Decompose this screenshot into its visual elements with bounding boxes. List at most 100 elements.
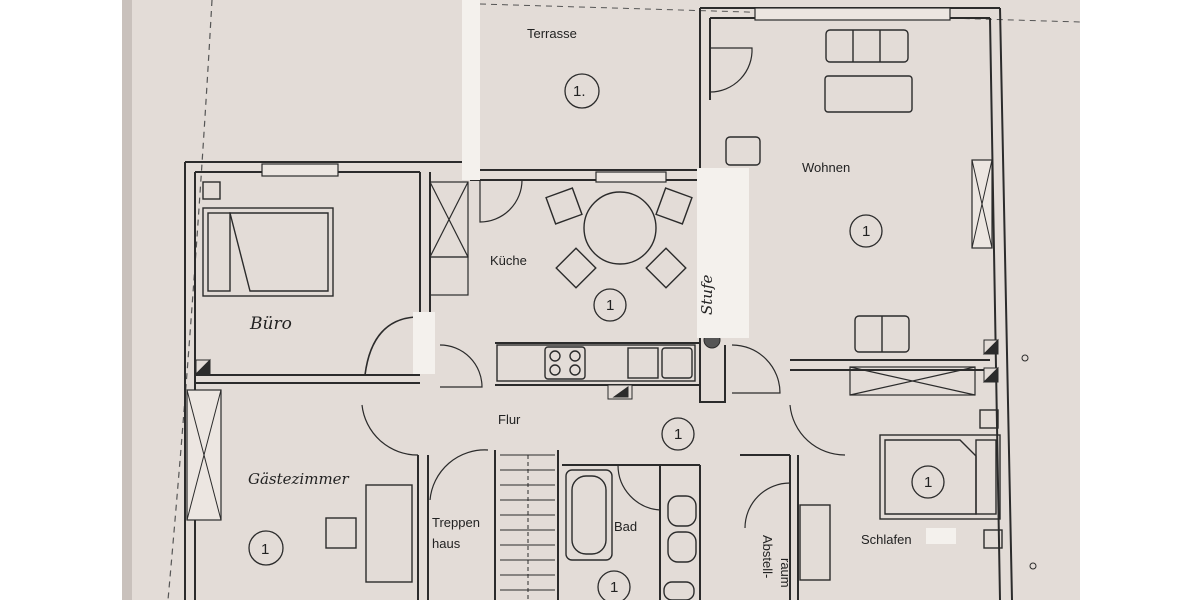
washbasin-1 (667, 495, 697, 527)
door-buero-handdrawn (364, 316, 416, 376)
kitchen-counter (496, 344, 696, 382)
number-flur: 1 (674, 426, 682, 443)
label-kueche: Küche (490, 253, 527, 268)
exterior-wall-right (989, 7, 1013, 600)
background-left-margin (0, 0, 122, 600)
nightstand-buero (202, 181, 221, 200)
number-wohnen: 1 (862, 223, 870, 240)
label-schlafen: Schlafen (861, 532, 912, 547)
dishwasher (627, 347, 659, 379)
dining-table (583, 191, 657, 265)
cabinet-kueche-lower (429, 256, 469, 296)
room-marker-flur (661, 417, 695, 451)
label-terrasse: Terrasse (527, 26, 577, 41)
number-schlafen: 1 (924, 474, 932, 491)
bed-schlafen (879, 434, 1001, 520)
number-kueche: 1 (606, 297, 614, 314)
coffee-table (824, 75, 913, 113)
sink (661, 347, 693, 379)
cabinet-kueche-cross-2 (429, 181, 469, 258)
stove-burner-3 (549, 364, 561, 376)
stove-burner-1 (549, 350, 561, 362)
bed-buero (202, 207, 334, 297)
nightstand-schlafen-2 (983, 529, 1003, 549)
stove-burner-2 (569, 350, 581, 362)
wall-treppe-bad (494, 450, 559, 600)
whiteout-schlafen (926, 528, 956, 544)
room-marker-gaeste (248, 530, 284, 566)
marker-schlafen-corner-fill (982, 366, 999, 383)
wall-wohnen-schlafen (790, 359, 990, 371)
nightstand-schlafen-1 (979, 409, 999, 429)
label-abstellraum-2: raum (778, 558, 793, 588)
nightstand-gaeste (325, 517, 357, 549)
window-buero-top (261, 163, 339, 177)
window-kueche-top (595, 171, 667, 183)
toilet (663, 581, 695, 600)
door-wohnen-flur (731, 344, 781, 394)
wall-gaeste-flur (417, 455, 429, 600)
wall-flur-column (699, 345, 726, 403)
bed-schlafen-blanket (884, 439, 977, 515)
bed-buero-blanket (229, 212, 329, 292)
window-wohnen-top (754, 7, 951, 21)
door-terrasse (709, 47, 753, 93)
wall-abstell-right (789, 455, 799, 600)
room-marker-kueche (593, 288, 627, 322)
label-treppenhaus-1: Treppen (432, 515, 480, 530)
label-treppenhaus-2: haus (432, 536, 461, 551)
wall-flur-bottom (562, 454, 790, 466)
wardrobe-schlafen (849, 366, 976, 396)
number-terrasse: 1. (573, 83, 586, 100)
washbasin-2 (667, 531, 697, 563)
room-marker-bad (597, 570, 631, 600)
door-kueche-terrasse (479, 179, 523, 223)
room-marker-wohnen (849, 214, 883, 248)
number-bad: 1 (610, 579, 618, 596)
stove (544, 346, 586, 380)
door-flur-treppe (429, 449, 489, 501)
whiteout-buero-door (413, 312, 435, 374)
paper-sheet (122, 0, 1080, 600)
marker-right-1 (1021, 354, 1029, 362)
dresser-schlafen (799, 504, 831, 581)
sofa-top (825, 29, 909, 63)
marker-gaeste-corner-fill (194, 358, 211, 375)
dining-chair-2 (655, 187, 693, 225)
whiteout-terrasse (462, 0, 480, 180)
dining-chair-3 (555, 247, 597, 289)
armchair (725, 136, 761, 166)
wall-buero-gaeste (195, 374, 420, 384)
number-gaeste: 1 (261, 541, 269, 558)
marker-wohnen-corner-fill (982, 338, 999, 355)
wardrobe-schlafen-cross-2 (849, 366, 976, 396)
label-gaestezimmer: Gästezimmer (248, 470, 350, 488)
door-flur-gaeste (361, 404, 419, 456)
bathtub-inner (571, 475, 607, 555)
bed-buero-pillow (207, 212, 231, 292)
window-gaeste-left-cross-2 (186, 389, 222, 521)
door-abstellraum (744, 482, 791, 529)
room-marker-terrasse (564, 73, 600, 109)
window-wohnen-right-cross-2 (971, 159, 993, 249)
dining-chair-1 (545, 187, 583, 225)
marker-right-2 (1029, 562, 1037, 570)
dashed-outline-left (167, 0, 213, 600)
wall-kueche-flur (495, 342, 700, 386)
label-flur: Flur (498, 412, 521, 427)
label-bad: Bad (614, 519, 637, 534)
background-right-margin (1080, 0, 1200, 600)
door-kueche-flur (439, 344, 483, 388)
wall-bad-right (659, 465, 701, 600)
room-marker-schlafen (911, 465, 945, 499)
paper-edge-shadow (122, 0, 132, 600)
door-flur-schlafen (789, 404, 846, 456)
stove-burner-4 (569, 364, 581, 376)
dining-chair-4 (645, 247, 687, 289)
exterior-wall-left (184, 162, 196, 600)
exterior-wall-terrace-right (699, 8, 711, 180)
marker-flur-wall-fill (612, 386, 629, 398)
label-stufe: Stufe (698, 274, 716, 315)
door-bad (617, 464, 661, 511)
